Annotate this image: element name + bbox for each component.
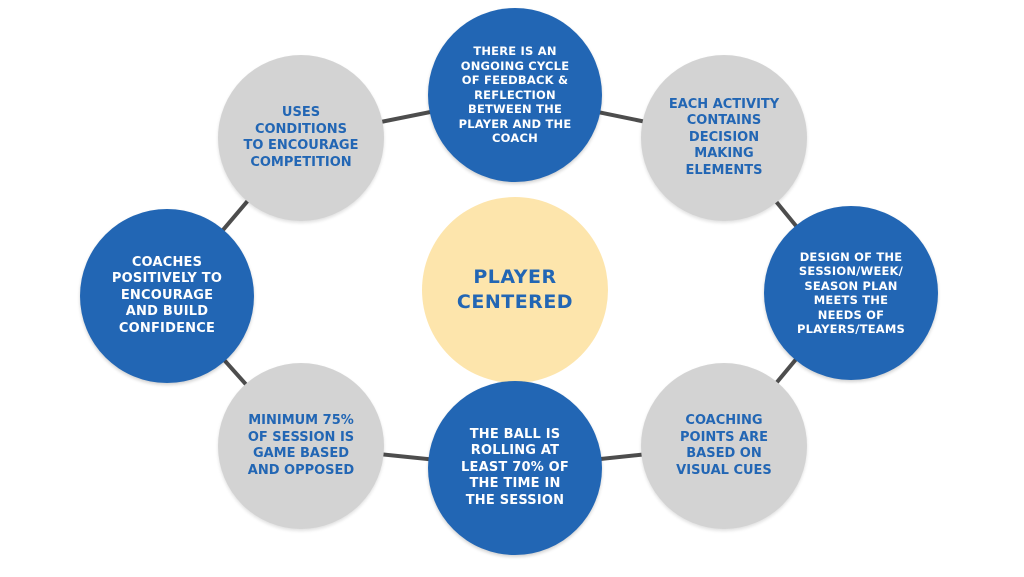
node-decision-making-label: EACH ACTIVITY CONTAINS DECISION MAKING E…	[668, 96, 780, 178]
node-conditions: USES CONDITIONS TO ENCOURAGE COMPETITION	[218, 55, 384, 221]
node-feedback-cycle-label: THERE IS AN ONGOING CYCLE OF FEEDBACK & …	[458, 44, 572, 146]
node-visual-cues: COACHING POINTS ARE BASED ON VISUAL CUES	[641, 363, 807, 529]
node-game-based: MINIMUM 75% OF SESSION IS GAME BASED AND…	[218, 363, 384, 529]
node-session-design-label: DESIGN OF THE SESSION/WEEK/ SEASON PLAN …	[796, 249, 905, 337]
node-ball-rolling-label: THE BALL IS ROLLING AT LEAST 70% OF THE …	[461, 426, 569, 508]
center-node-player-centered: PLAYER CENTERED	[422, 197, 608, 383]
node-positive-coaching: COACHES POSITIVELY TO ENCOURAGE AND BUIL…	[80, 209, 254, 383]
center-node-label: PLAYER CENTERED	[456, 266, 574, 313]
node-game-based-label: MINIMUM 75% OF SESSION IS GAME BASED AND…	[247, 413, 355, 478]
node-feedback-cycle: THERE IS AN ONGOING CYCLE OF FEEDBACK & …	[428, 8, 602, 182]
node-session-design: DESIGN OF THE SESSION/WEEK/ SEASON PLAN …	[764, 206, 938, 380]
node-decision-making: EACH ACTIVITY CONTAINS DECISION MAKING E…	[641, 55, 807, 221]
node-visual-cues-label: COACHING POINTS ARE BASED ON VISUAL CUES	[676, 413, 772, 478]
node-conditions-label: USES CONDITIONS TO ENCOURAGE COMPETITION	[243, 105, 359, 170]
node-ball-rolling: THE BALL IS ROLLING AT LEAST 70% OF THE …	[428, 381, 602, 555]
node-positive-coaching-label: COACHES POSITIVELY TO ENCOURAGE AND BUIL…	[111, 254, 223, 336]
